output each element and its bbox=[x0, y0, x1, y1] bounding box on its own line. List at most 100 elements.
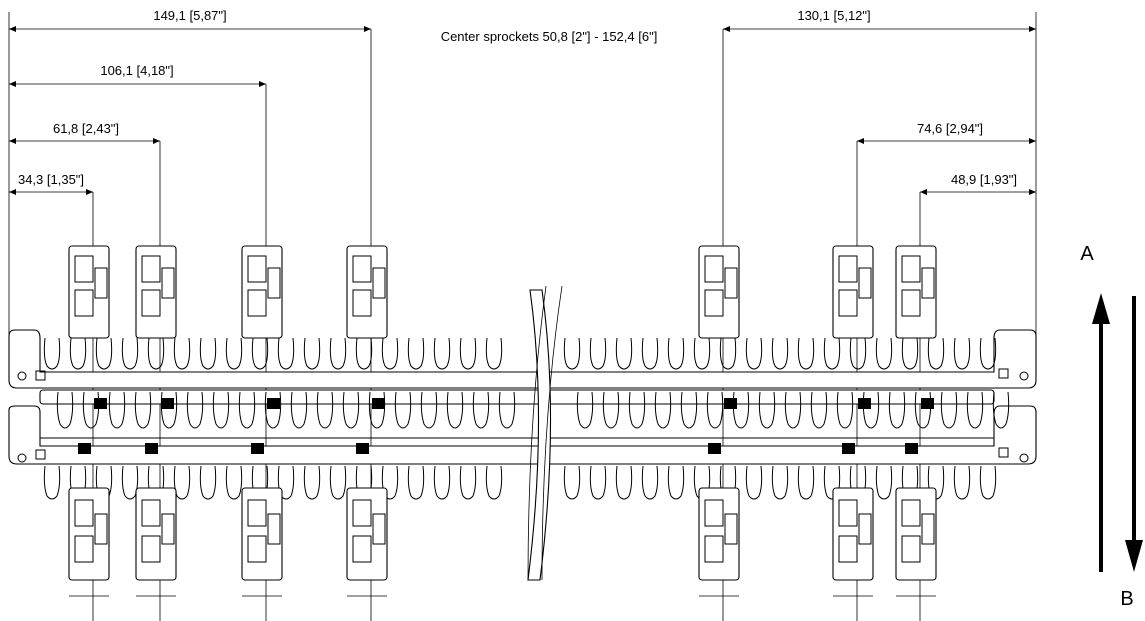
link-loop bbox=[771, 465, 789, 500]
sprocket-block-bottom bbox=[135, 487, 177, 581]
link-loop bbox=[225, 465, 243, 500]
sprocket-tooth bbox=[901, 499, 921, 527]
sprocket-tooth bbox=[267, 513, 281, 545]
link-loop bbox=[407, 465, 425, 500]
link-loop bbox=[966, 391, 984, 429]
link-loop bbox=[212, 391, 230, 429]
drive-marker bbox=[372, 398, 385, 409]
sprocket-tooth bbox=[901, 289, 921, 317]
sprocket-tooth bbox=[921, 267, 935, 299]
dim-label-61: 61,8 [2,43"] bbox=[53, 121, 119, 136]
link-loop bbox=[225, 337, 243, 370]
link-loop bbox=[43, 337, 61, 370]
link-loop bbox=[303, 337, 321, 370]
link-loop bbox=[160, 391, 178, 429]
link-loop bbox=[199, 465, 217, 500]
link-loop bbox=[316, 391, 334, 429]
sprocket-block-bottom bbox=[698, 487, 740, 581]
link-loop bbox=[134, 391, 152, 429]
link-loop bbox=[251, 337, 269, 370]
link-loop bbox=[433, 337, 451, 370]
link-loop bbox=[797, 337, 815, 370]
sprocket-tooth bbox=[838, 289, 858, 317]
drive-marker bbox=[842, 443, 855, 454]
link-loop bbox=[849, 337, 867, 370]
sprocket-tooth bbox=[247, 499, 267, 527]
sprocket-tooth bbox=[724, 267, 738, 299]
center-sprockets-note: Center sprockets 50,8 [2"] - 152,4 [6"] bbox=[441, 29, 658, 44]
sprocket-tooth bbox=[141, 289, 161, 317]
sprocket-tooth bbox=[94, 267, 108, 299]
link-loop bbox=[758, 391, 776, 429]
dim-label-130: 130,1 [5,12"] bbox=[797, 8, 870, 23]
link-loop bbox=[498, 391, 516, 429]
drive-marker bbox=[921, 398, 934, 409]
sprocket-tooth bbox=[372, 513, 386, 545]
belt-link-loops bbox=[43, 337, 1010, 500]
sprocket-block-top bbox=[346, 245, 388, 339]
sprocket-tooth bbox=[74, 535, 94, 563]
drive-marker bbox=[251, 443, 264, 454]
sprocket-tooth bbox=[74, 289, 94, 317]
drive-marker bbox=[145, 443, 158, 454]
link-loop bbox=[394, 391, 412, 429]
dim-label-34: 34,3 [1,35"] bbox=[18, 172, 84, 187]
belt-modules bbox=[8, 329, 1037, 465]
link-loop bbox=[784, 391, 802, 429]
link-loop bbox=[797, 465, 815, 500]
link-loop bbox=[563, 337, 581, 370]
sprocket-tooth bbox=[94, 513, 108, 545]
link-loop bbox=[381, 337, 399, 370]
drive-markers bbox=[78, 398, 934, 454]
link-loop bbox=[823, 465, 841, 500]
sprocket-tooth bbox=[352, 289, 372, 317]
drive-marker bbox=[78, 443, 91, 454]
link-loop bbox=[199, 337, 217, 370]
link-loop bbox=[992, 391, 1010, 429]
sprocket-tooth bbox=[141, 255, 161, 283]
sprocket-tooth bbox=[352, 535, 372, 563]
link-loop bbox=[433, 465, 451, 500]
link-loop bbox=[381, 465, 399, 500]
drive-marker bbox=[356, 443, 369, 454]
sprocket-tooth bbox=[858, 513, 872, 545]
link-loop bbox=[121, 465, 139, 500]
link-loop bbox=[238, 391, 256, 429]
link-loop bbox=[836, 391, 854, 429]
link-loop bbox=[901, 337, 919, 370]
sprocket-blocks bbox=[68, 245, 937, 597]
link-loop bbox=[680, 391, 698, 429]
link-loop bbox=[95, 337, 113, 370]
link-loop bbox=[706, 391, 724, 429]
sprocket-tooth bbox=[858, 267, 872, 299]
direction-label-a: A bbox=[1080, 243, 1094, 265]
sprocket-block-bottom bbox=[241, 487, 283, 581]
sprocket-block-top bbox=[895, 245, 937, 339]
link-loop bbox=[615, 337, 633, 370]
sprocket-tooth bbox=[901, 535, 921, 563]
link-loop bbox=[563, 465, 581, 500]
sprocket-tooth bbox=[838, 499, 858, 527]
link-loop bbox=[459, 465, 477, 500]
dim-label-149: 149,1 [5,87"] bbox=[153, 8, 226, 23]
link-loop bbox=[602, 391, 620, 429]
link-loop bbox=[108, 391, 126, 429]
link-loop bbox=[914, 391, 932, 429]
sprocket-tooth bbox=[838, 535, 858, 563]
sprocket-tooth bbox=[372, 267, 386, 299]
link-loop bbox=[667, 337, 685, 370]
link-loop bbox=[472, 391, 490, 429]
direction-arrows: A B bbox=[1080, 243, 1143, 610]
link-loop bbox=[641, 465, 659, 500]
sprocket-tooth bbox=[247, 255, 267, 283]
link-loop bbox=[82, 391, 100, 429]
link-loop bbox=[979, 337, 997, 370]
link-loop bbox=[979, 465, 997, 500]
link-loop bbox=[355, 337, 373, 370]
link-loop bbox=[875, 337, 893, 370]
sprocket-tooth bbox=[141, 535, 161, 563]
link-loop bbox=[485, 465, 503, 500]
dim-label-74: 74,6 [2,94"] bbox=[917, 121, 983, 136]
sprocket-tooth bbox=[352, 255, 372, 283]
link-loop bbox=[654, 391, 672, 429]
